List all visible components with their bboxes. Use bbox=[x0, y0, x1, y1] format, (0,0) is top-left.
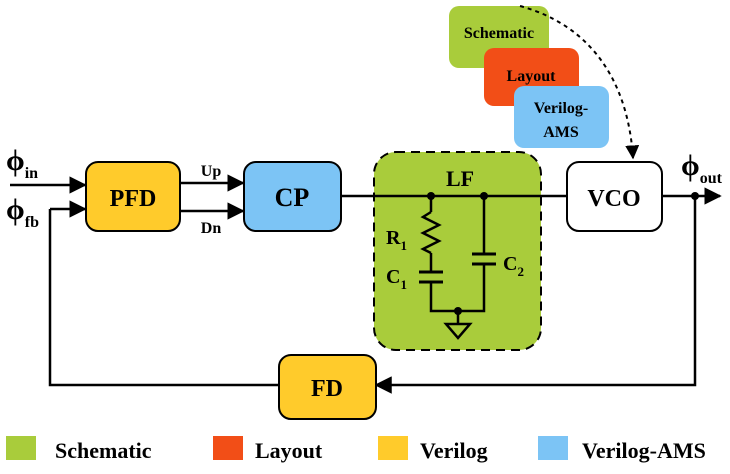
feedback-path-left bbox=[48, 209, 279, 387]
c2-wire-bottom bbox=[458, 264, 486, 313]
dn-label: Dn bbox=[201, 220, 222, 237]
phi-out-label: ϕout bbox=[681, 149, 723, 187]
up-label: Up bbox=[201, 163, 222, 180]
cp-label: CP bbox=[275, 183, 310, 212]
legend-label-schematic: Schematic bbox=[55, 438, 152, 463]
fd-block bbox=[278, 354, 377, 420]
vco-block bbox=[566, 161, 663, 232]
loop-filter-region bbox=[373, 151, 542, 351]
legend-label-verilog: Verilog bbox=[420, 438, 488, 463]
c1-wire-bottom bbox=[429, 282, 458, 313]
phi-in-label: ϕin bbox=[6, 144, 38, 182]
legend-swatch-verilog bbox=[378, 436, 408, 460]
c2-label: C2 bbox=[503, 253, 524, 279]
c1-label: C1 bbox=[386, 266, 407, 292]
stack-card-verilog-ams-label-line2: AMS bbox=[543, 124, 579, 141]
legend-label-verilog-ams: Verilog-AMS bbox=[582, 438, 706, 463]
stack-card-verilog-ams-label-line1: Verilog- bbox=[534, 100, 589, 117]
view-selection-arrow bbox=[519, 5, 640, 160]
fd-label: FD bbox=[311, 376, 343, 402]
lf-label: LF bbox=[446, 166, 474, 191]
r1-resistor bbox=[420, 210, 442, 255]
stack-card-verilog-ams bbox=[514, 86, 609, 148]
stack-card-layout-label: Layout bbox=[507, 68, 557, 85]
cp-block bbox=[243, 161, 342, 232]
ground-symbol bbox=[443, 322, 473, 340]
feedback-path-right bbox=[374, 196, 697, 394]
vco-label: VCO bbox=[587, 186, 640, 212]
pfd-label: PFD bbox=[110, 186, 157, 212]
stack-card-schematic-label: Schematic bbox=[464, 25, 534, 42]
r1-label: R1 bbox=[386, 227, 407, 253]
legend: Schematic Layout Verilog Verilog-AMS bbox=[6, 436, 706, 463]
legend-swatch-layout bbox=[213, 436, 243, 460]
phi-fb-label: ϕfb bbox=[6, 193, 39, 231]
legend-swatch-schematic bbox=[6, 436, 36, 460]
legend-swatch-verilog-ams bbox=[538, 436, 568, 460]
legend-label-layout: Layout bbox=[255, 438, 323, 463]
pfd-block bbox=[85, 161, 181, 232]
